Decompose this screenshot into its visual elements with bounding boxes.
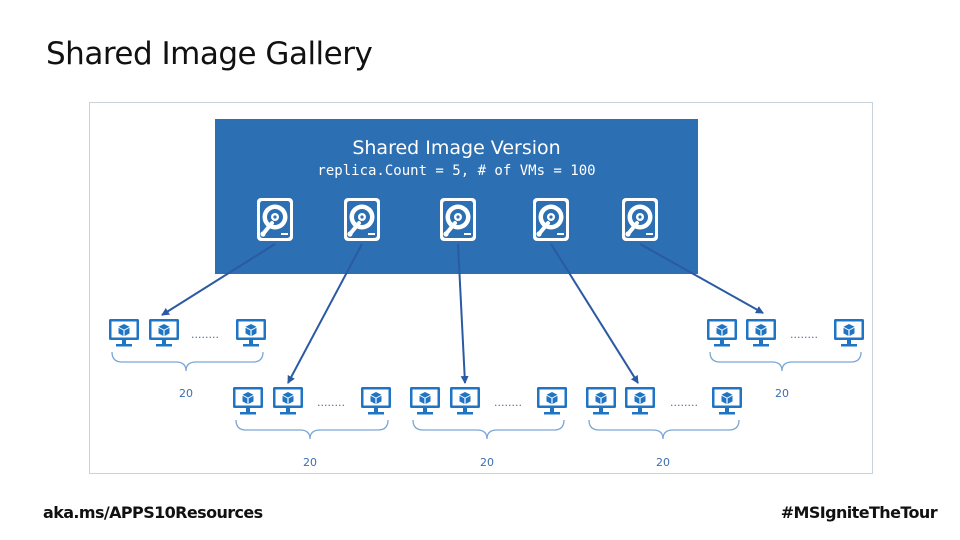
vm-ellipsis: ........ [317,396,345,409]
group-bracket [709,351,862,372]
disk-icon [255,196,295,243]
replication-arrow [457,243,469,384]
vm-count-label: 20 [480,456,494,469]
disk-icon [438,196,478,243]
vm-monitor-icon [707,319,737,347]
vm-ellipsis: ........ [790,328,818,341]
vm-monitor-icon [410,387,440,415]
vm-ellipsis: ........ [191,328,219,341]
replication-arrow [639,243,764,314]
vm-monitor-icon [361,387,391,415]
replication-arrow [550,243,639,384]
vm-monitor-icon [586,387,616,415]
slide-title: Shared Image Gallery [46,36,373,72]
vm-count-label: 20 [179,387,193,400]
vm-count-label: 20 [656,456,670,469]
shared-image-version-box: Shared Image Version replica.Count = 5, … [215,119,698,274]
replication-arrow [161,243,276,316]
vm-monitor-icon [834,319,864,347]
vm-monitor-icon [236,319,266,347]
resources-link[interactable]: aka.ms/APPS10Resources [43,503,263,522]
version-box-title: Shared Image Version [352,137,561,159]
vm-monitor-icon [537,387,567,415]
vm-monitor-icon [450,387,480,415]
vm-count-label: 20 [303,456,317,469]
disk-icon [342,196,382,243]
vm-count-label: 20 [775,387,789,400]
replication-arrow [287,243,363,384]
group-bracket [111,351,264,372]
vm-monitor-icon [273,387,303,415]
vm-monitor-icon [149,319,179,347]
vm-ellipsis: ........ [494,396,522,409]
vm-monitor-icon [712,387,742,415]
vm-ellipsis: ........ [670,396,698,409]
vm-monitor-icon [625,387,655,415]
version-box-subtitle: replica.Count = 5, # of VMs = 100 [317,163,596,179]
disk-icon [531,196,571,243]
event-hashtag: #MSIgniteTheTour [780,503,938,522]
group-bracket [235,419,389,440]
disk-icon [620,196,660,243]
vm-monitor-icon [233,387,263,415]
vm-monitor-icon [109,319,139,347]
group-bracket [588,419,740,440]
vm-monitor-icon [746,319,776,347]
group-bracket [412,419,565,440]
